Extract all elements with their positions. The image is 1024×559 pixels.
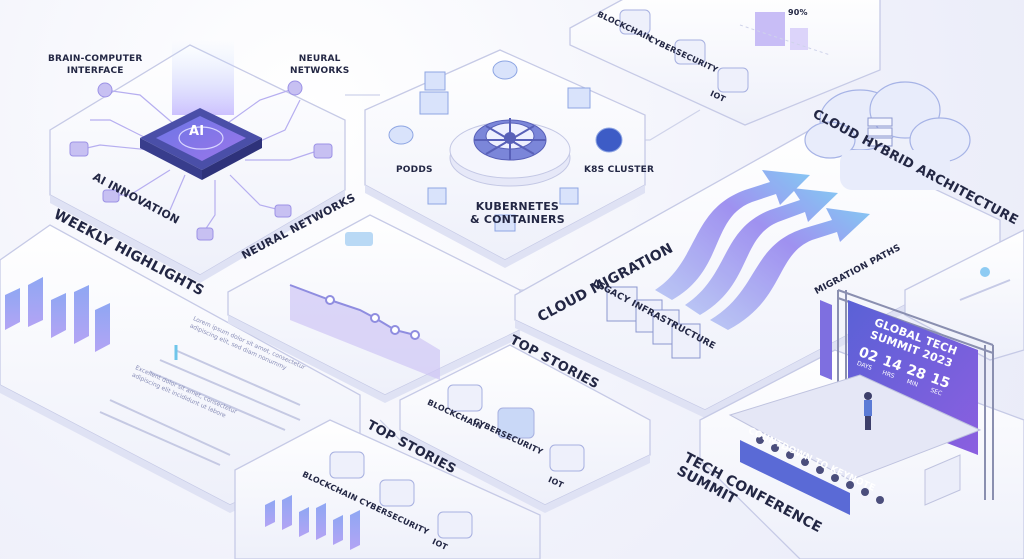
- top-stories-mid-panel: [399, 344, 651, 513]
- weekly-bar-chart: [5, 277, 110, 352]
- label-neural-networks-top: NEURAL NETWORKS: [290, 54, 350, 76]
- weekly-text-lines: [99, 349, 301, 466]
- legacy-servers: [606, 286, 701, 359]
- story-tiles-low: [329, 451, 473, 539]
- label-k8s-cluster: K8S CLUSTER: [584, 165, 655, 175]
- right-edge-panel: [904, 229, 1024, 361]
- tech-summit-panel: [699, 289, 1024, 559]
- story-tiles-mid: [447, 384, 585, 472]
- circuit-nodes: [69, 80, 333, 241]
- chip-label: AI: [189, 124, 205, 139]
- weekly-highlights-panel: [0, 224, 361, 513]
- migration-arrows: [655, 170, 870, 330]
- line-chart-panel: [227, 214, 521, 403]
- top-right-panel: [569, 0, 881, 126]
- speaker: [864, 392, 872, 430]
- top-stories-low-panel: [234, 419, 541, 559]
- ai-chip: [140, 108, 262, 180]
- percent-label: 90%: [788, 8, 808, 17]
- low-bar-chart: [265, 495, 360, 550]
- cloud-server: [867, 117, 893, 147]
- glow-beam: [172, 40, 234, 115]
- label-pods: PODDS: [396, 165, 433, 175]
- kubernetes-title: KUBERNETES & CONTAINERS: [470, 200, 565, 226]
- kubernetes-panel: [364, 49, 646, 268]
- trend-points: [325, 295, 420, 340]
- stage-floor: [728, 374, 982, 481]
- ai-innovation-panel: [49, 40, 346, 283]
- icon-tiles-top: [619, 9, 749, 93]
- container-cubes: [388, 60, 623, 232]
- label-brain-computer-interface: BRAIN-COMPUTER INTERFACE: [48, 54, 143, 76]
- helm-platform: [449, 118, 571, 187]
- banner-bg: [740, 440, 850, 515]
